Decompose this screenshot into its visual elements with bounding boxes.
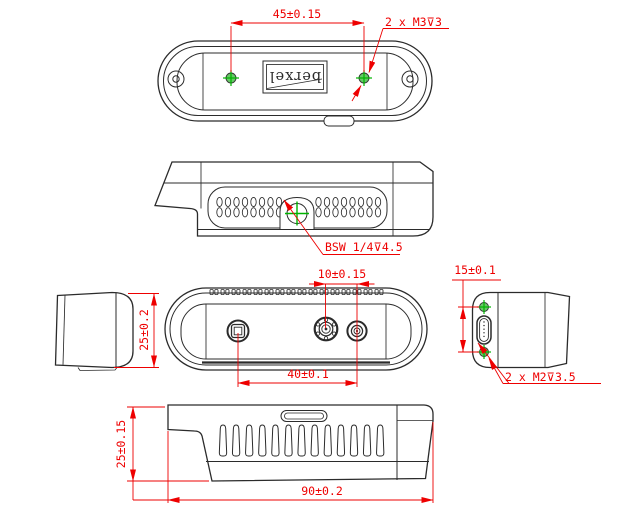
vent-slots-front xyxy=(209,289,384,295)
tripod-crosshair-icon xyxy=(285,201,309,226)
dim-hole-spacing-top: 45±0.15 xyxy=(273,7,321,21)
dimension-annotations: 45±0.15 2 x M3⊽3 BSW 1/4⊽4.5 25±0.2 10±0… xyxy=(114,7,601,503)
edge-slot xyxy=(323,115,355,127)
screw-hole-left xyxy=(167,70,185,88)
camera-lens-large xyxy=(313,316,339,342)
right-end-view xyxy=(471,291,571,369)
usb-c-port xyxy=(476,315,492,345)
dim-lens-spacing: 10±0.15 xyxy=(318,267,366,281)
screw-hole-right xyxy=(401,70,419,88)
logo-text: berxel xyxy=(269,68,321,84)
logo-plate: berxel xyxy=(262,60,328,94)
dim-thread-top: 2 x M3⊽3 xyxy=(385,15,442,29)
vent-slots-side xyxy=(216,196,382,218)
thread-hole-marker xyxy=(223,70,239,86)
dim-height-front: 25±0.2 xyxy=(137,309,151,351)
bottom-slot xyxy=(280,410,328,422)
left-end-view xyxy=(54,291,134,371)
side-view-top xyxy=(154,161,434,237)
bottom-view xyxy=(167,404,434,482)
front-view xyxy=(164,287,428,371)
vent-slots-bottom xyxy=(218,424,385,457)
dim-emitter-to-lens: 40±0.1 xyxy=(287,367,329,381)
dim-tripod-thread: BSW 1/4⊽4.5 xyxy=(325,240,403,254)
usb-pins xyxy=(483,321,485,338)
dim-thread-rear: 2 x M2⊽3.5 xyxy=(505,370,576,384)
thread-hole-marker xyxy=(356,70,372,86)
dim-height-bottom: 25±0.15 xyxy=(114,420,128,468)
lens-screws xyxy=(315,317,337,341)
thread-hole-marker xyxy=(477,300,491,314)
dim-hole-spacing-rear: 15±0.1 xyxy=(454,263,496,277)
top-view: berxel xyxy=(157,40,433,127)
dim-length: 90±0.2 xyxy=(301,484,343,498)
